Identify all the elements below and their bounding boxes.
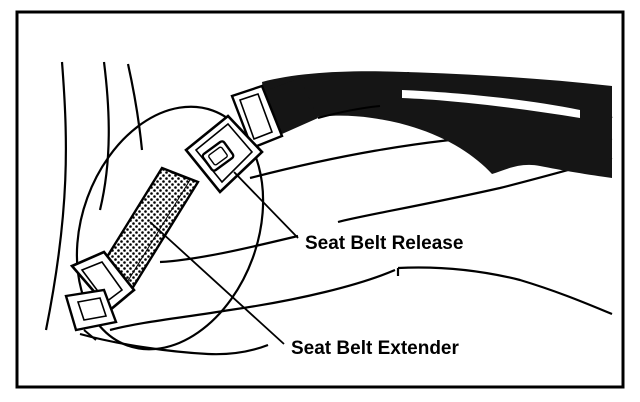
magnified-view-ellipse: [75, 105, 265, 351]
figure-frame: [15, 10, 625, 389]
dark-upholstery-band: [262, 71, 612, 178]
label-seat-belt-release: Seat Belt Release: [305, 233, 463, 254]
shoulder-belt-strip: [317, 105, 381, 119]
release-leader-line: [233, 171, 299, 239]
extender-leader-line: [149, 221, 285, 345]
extender-lower-clip: [64, 250, 136, 341]
release-button: [201, 140, 235, 172]
label-seat-belt-extender: Seat Belt Extender: [291, 338, 459, 359]
dark-upholstery-band-highlight: [402, 90, 580, 118]
seat-back: [44, 61, 144, 331]
seat-belt-release-latch: [230, 84, 284, 150]
seat-belt-release-buckle: [184, 114, 264, 194]
